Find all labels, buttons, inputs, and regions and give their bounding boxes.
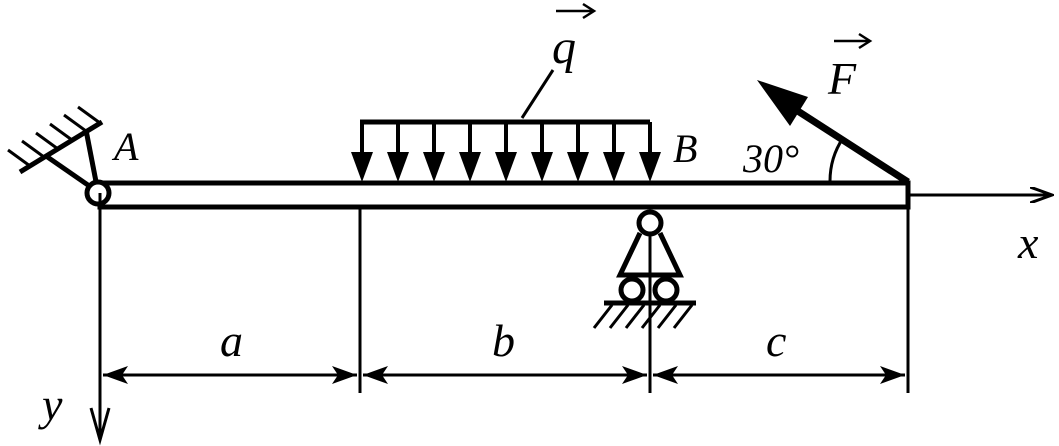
load-arrow-head	[423, 152, 445, 182]
load-arrow-head	[387, 152, 409, 182]
load-arrow-head	[603, 152, 625, 182]
load-arrow-head	[459, 152, 481, 182]
extension-lines	[358, 208, 910, 393]
label-angle: 30°	[742, 136, 799, 181]
beam	[97, 180, 911, 210]
roller-wheel-right	[652, 276, 680, 304]
label-dim-c: c	[766, 315, 786, 366]
load-arrow-head	[531, 152, 553, 182]
roller-ground-hatching	[592, 304, 694, 329]
label-dim-b: b	[492, 315, 515, 366]
vector-mark-f	[834, 32, 873, 50]
label-axis-x: x	[1017, 217, 1039, 268]
load-arrow-head	[639, 152, 661, 182]
label-dim-a: a	[220, 315, 243, 366]
label-load-q: q	[552, 21, 576, 74]
force-f	[757, 80, 910, 185]
roller-hinge	[636, 209, 664, 237]
load-arrows	[351, 122, 661, 182]
label-axis-y: y	[38, 379, 63, 430]
label-force-f: F	[827, 53, 857, 104]
load-arrow-head	[351, 152, 373, 182]
label-point-b: B	[673, 126, 697, 171]
load-arrow-head	[495, 152, 517, 182]
hinge-a	[84, 179, 112, 207]
pin-support-a	[7, 105, 112, 207]
distributed-load	[351, 69, 661, 182]
roller-wheel-left	[618, 276, 646, 304]
roller-support	[592, 209, 696, 329]
vector-mark-q	[556, 2, 597, 20]
label-support-a: A	[111, 124, 139, 169]
support-a-hatching	[7, 105, 101, 168]
angle-arc	[828, 137, 845, 182]
load-arrow-head	[567, 152, 589, 182]
q-leader-line	[520, 69, 555, 119]
y-axis-arrowhead	[89, 407, 111, 446]
force-f-arrowhead	[757, 80, 808, 126]
